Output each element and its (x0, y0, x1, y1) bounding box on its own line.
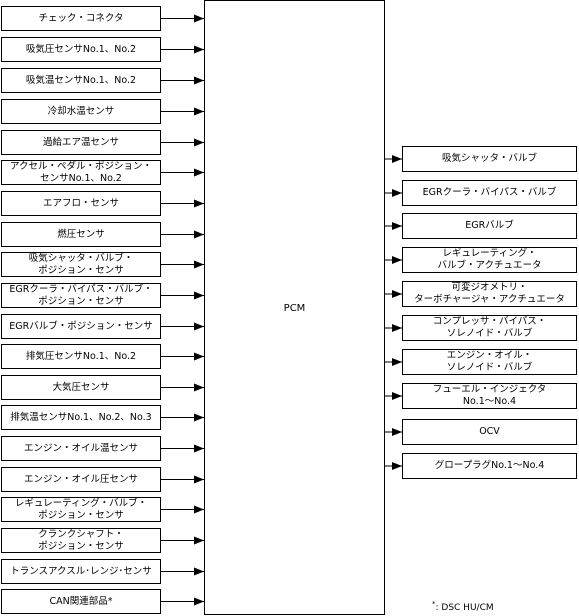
input-label: ポジション・センサ (38, 295, 124, 307)
input-label: EGRバルブ・ポジション・センサ (9, 320, 153, 332)
input-label: ポジション・センサ (38, 264, 124, 276)
output-box: OCV (402, 419, 577, 445)
output-label: レギュレーティング・ (442, 248, 537, 259)
input-label: トランスアクスル･レンジ･センサ (10, 565, 152, 577)
input-box: アクセル・ペダル・ポジション・センサNo.1、No.2 (1, 160, 161, 185)
input-box: 冷却水温センサ (1, 99, 161, 124)
footnote: *: DSC HU/CM (432, 600, 494, 613)
input-label: エンジン・オイル温センサ (23, 442, 138, 454)
input-box: エンジン・オイル温センサ (1, 436, 161, 461)
input-label: 吸気温センサNo.1、No.2 (25, 74, 137, 86)
output-box: グロープラグNo.1～No.4 (402, 453, 577, 479)
output-box: 可変ジオメトリ・ターボチャージャ・アクチュエータ (402, 281, 577, 307)
output-label: コンプレッサ・バイパス・ (432, 316, 547, 327)
input-box: チェック・コネクタ (1, 6, 161, 31)
input-box: 吸気温センサNo.1、No.2 (1, 68, 161, 93)
input-label: チェック・コネクタ (38, 12, 124, 24)
input-label: CAN関連部品* (49, 595, 113, 607)
output-label: OCV (479, 426, 500, 437)
input-box: クランクシャフト・ポジション・センサ (1, 528, 161, 553)
input-label: クランクシャフト・ (38, 528, 124, 540)
input-label: エンジン・オイル圧センサ (23, 473, 138, 485)
input-box: 燃圧センサ (1, 222, 161, 247)
output-label: No.1～No.4 (462, 396, 517, 407)
input-box: 吸気シャッタ・バルブ・ポジション・センサ (1, 252, 161, 277)
output-box: エンジン・オイル・ソレノイド・バルブ (402, 349, 577, 375)
input-label: ポジション・センサ (38, 540, 124, 552)
input-box: EGRクーラ・バイパス・バルブ・ポジション・センサ (1, 283, 161, 308)
output-label: グロープラグNo.1～No.4 (434, 460, 545, 471)
input-box: エアフロ・センサ (1, 191, 161, 216)
input-box: トランスアクスル･レンジ･センサ (1, 559, 161, 584)
input-label: 燃圧センサ (57, 228, 105, 240)
output-label: エンジン・オイル・ (446, 350, 533, 361)
input-label: 吸気シャッタ・バルブ・ (28, 252, 134, 264)
input-box: 吸気圧センサNo.1、No.2 (1, 37, 161, 62)
input-box: 排気圧センサNo.1、No.2 (1, 344, 161, 369)
footnote-mark: * (432, 600, 436, 608)
input-box: 過給エア温センサ (1, 130, 161, 155)
output-label: EGRクーラ・バイパス・バルブ (422, 187, 557, 198)
input-label: アクセル・ペダル・ポジション・ (9, 160, 153, 172)
input-label: EGRクーラ・バイパス・バルブ・ (9, 283, 153, 295)
pcm-label: PCM (283, 303, 306, 314)
output-label: ターボチャージャ・アクチュエータ (414, 294, 565, 305)
output-box: 吸気シャッタ・バルブ (402, 146, 577, 172)
input-box: CAN関連部品* (1, 589, 161, 614)
output-box: EGRクーラ・バイパス・バルブ (402, 180, 577, 206)
input-label: エアフロ・センサ (42, 197, 119, 209)
output-box: EGRバルブ (402, 213, 577, 239)
input-label: センサNo.1、No.2 (40, 172, 122, 184)
output-label: EGRバルブ (465, 220, 514, 231)
input-box: エンジン・オイル圧センサ (1, 467, 161, 492)
input-label: レギュレーティング・バルブ・ (14, 497, 148, 509)
input-label: 排気温センサNo.1、No.2、No.3 (10, 411, 152, 423)
output-label: バルブ・アクチュエータ (437, 260, 542, 271)
input-label: 大気圧センサ (52, 381, 110, 393)
footnote-text: : DSC HU/CM (435, 603, 494, 613)
input-box: 大気圧センサ (1, 375, 161, 400)
output-label: 可変ジオメトリ・ (451, 282, 528, 293)
input-box: レギュレーティング・バルブ・ポジション・センサ (1, 497, 161, 522)
output-box: レギュレーティング・バルブ・アクチュエータ (402, 247, 577, 273)
output-box: コンプレッサ・バイパス・ソレノイド・バルブ (402, 315, 577, 341)
output-label: ソレノイド・バルブ (446, 328, 533, 339)
input-label: 排気圧センサNo.1、No.2 (25, 350, 137, 362)
input-box: EGRバルブ・ポジション・センサ (1, 314, 161, 339)
input-label: 吸気圧センサNo.1、No.2 (25, 43, 137, 55)
input-label: 冷却水温センサ (47, 105, 115, 117)
input-label: 過給エア温センサ (42, 136, 119, 148)
output-label: フューエル・インジェクタ (432, 384, 547, 395)
input-box: 排気温センサNo.1、No.2、No.3 (1, 405, 161, 430)
output-label: ソレノイド・バルブ (446, 362, 533, 373)
output-label: 吸気シャッタ・バルブ (441, 153, 537, 164)
pcm-block: PCM (204, 0, 385, 615)
input-label: ポジション・センサ (38, 509, 124, 521)
